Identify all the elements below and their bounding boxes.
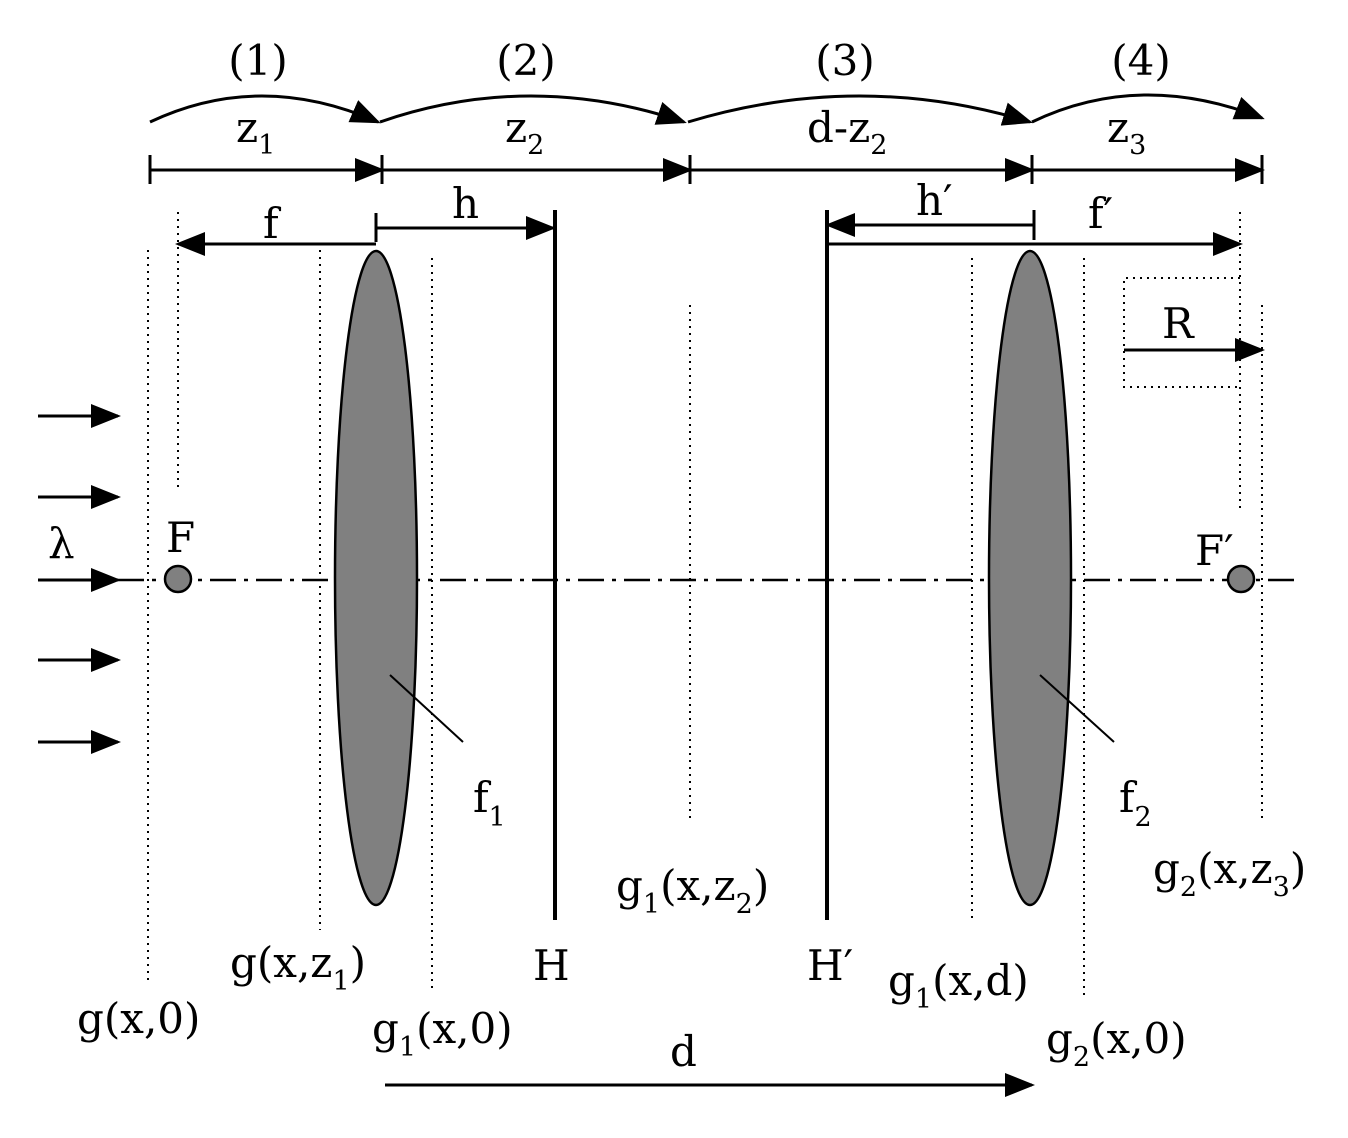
plane-H-label: H (533, 941, 570, 990)
propagation-arrow-4 (1031, 93, 1265, 124)
step-label-1: (1) (228, 36, 288, 85)
z3-label: z3 (1107, 103, 1146, 161)
lens-f2 (987, 249, 1073, 907)
f-label: f (263, 199, 282, 248)
lens-f2-leader (1039, 674, 1115, 743)
r-label: R (1162, 299, 1195, 348)
z1-label: z1 (236, 103, 275, 161)
wavelength-label: λ (48, 519, 75, 568)
field-g-x-0: g(x,0) (77, 994, 200, 1043)
field-g1-x-z2: g1(x,z2) (616, 861, 769, 920)
r-dotted-box (1123, 277, 1240, 388)
f-prime-label: f′ (1088, 189, 1113, 238)
lens-f2-label: f2 (1119, 773, 1152, 833)
field-g1-x-d: g1(x,d) (888, 956, 1029, 1015)
d-label: d (670, 1027, 697, 1076)
d-z2-label: d-z2 (807, 103, 887, 161)
propagation-arrow-1 (149, 94, 381, 124)
field-g2-x-0: g2(x,0) (1046, 1014, 1187, 1073)
step-label-4: (4) (1111, 36, 1171, 85)
focal-point-F-prime-label: F′ (1195, 526, 1234, 575)
z2-label: z2 (505, 103, 544, 161)
propagation-arrow-3 (687, 94, 1033, 126)
focal-point-F-prime (1226, 564, 1256, 594)
h-label: h (452, 179, 479, 228)
field-g2-x-z3: g2(x,z3) (1153, 844, 1306, 903)
field-g1-x-0: g1(x,0) (372, 1004, 513, 1063)
step-label-2: (2) (496, 36, 556, 85)
focal-point-F-label: F (166, 513, 195, 562)
field-g-x-z1: g(x,z1) (230, 938, 366, 997)
lens-f1 (333, 249, 419, 907)
plane-H-prime-label: H′ (807, 941, 853, 990)
lens-f1-label: f1 (473, 773, 506, 833)
h-prime-label: h′ (916, 176, 953, 225)
lens-f1-leader (389, 674, 464, 743)
focal-point-F (163, 564, 193, 594)
step-label-3: (3) (815, 36, 875, 85)
propagation-arrow-2 (379, 94, 687, 125)
